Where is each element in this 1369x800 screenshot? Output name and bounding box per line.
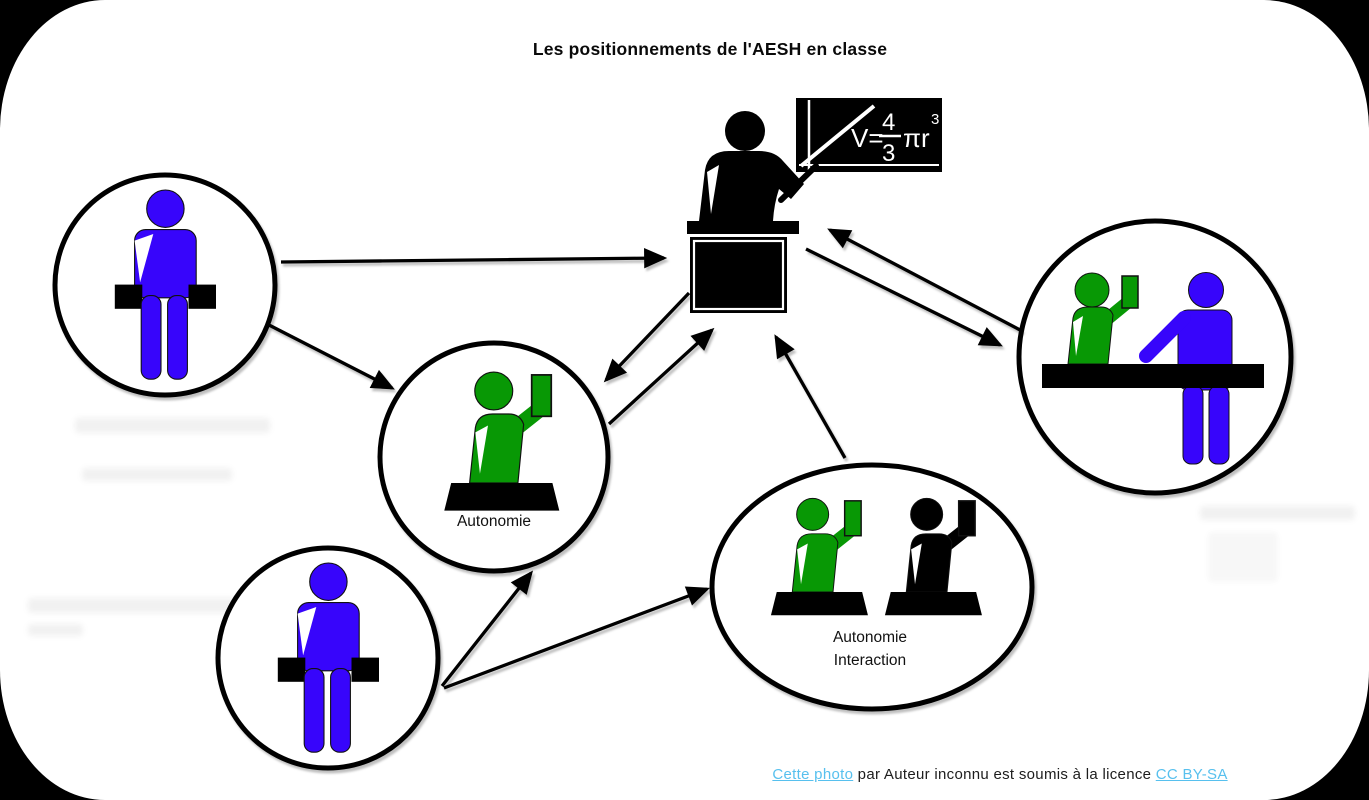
arrow-student-top-to-autonomie (268, 323, 395, 390)
node-aesh-beside-student (1016, 218, 1294, 496)
lectern-box (690, 237, 787, 313)
teacher-head (725, 111, 765, 151)
license-link[interactable]: CC BY-SA (1155, 766, 1228, 783)
node-autonomie-interaction (709, 462, 1035, 712)
formula-lhs: V= (851, 123, 884, 153)
photo-source-link[interactable]: Cette photo (772, 766, 854, 783)
arrow-student-bottom-to-interaction (443, 586, 711, 690)
ghost-text-artifact (28, 624, 83, 636)
attribution-caption: Cette photo par Auteur inconnu est soumi… (750, 766, 1250, 783)
teacher-body (699, 151, 804, 221)
shared-desk (1042, 364, 1264, 388)
autonomie-interaction-label-line1: Autonomie (832, 629, 908, 646)
pointer-stick (778, 163, 819, 203)
arrow-aesh-student-to-teacher (827, 228, 1023, 333)
ghost-text-artifact (75, 418, 270, 433)
seated-student-green-figure (1067, 272, 1139, 365)
pointer-line (799, 104, 876, 168)
ghost-text-artifact (28, 598, 246, 613)
arrow-autonomie-to-teacher (607, 327, 715, 426)
attribution-text: par Auteur inconnu est soumis à la licen… (853, 766, 1156, 783)
autonomie-label: Autonomie (456, 513, 532, 530)
ghost-text-artifact (1200, 506, 1355, 520)
lectern-top (687, 221, 799, 234)
autonomie-interaction-label: Autonomie Interaction (795, 626, 945, 672)
autonomie-interaction-label-line2: Interaction (833, 652, 907, 669)
arrow-student-top-to-teacher (280, 248, 668, 269)
arrow-student-bottom-to-autonomie (440, 570, 534, 688)
formula-denominator: 3 (882, 140, 895, 167)
formula-exponent: 3 (931, 111, 939, 128)
teacher-at-blackboard-icon: V= 4 3 πr 3 (687, 98, 942, 313)
arrow-teacher-to-aesh-student (805, 247, 1003, 347)
page-title: Les positionnements de l'AESH en classe (532, 39, 888, 59)
aesh-helping-student-at-desk-icon (1042, 272, 1264, 465)
formula-rhs: πr (903, 123, 930, 153)
arrow-interaction-to-teacher (774, 334, 847, 459)
ghost-text-artifact (82, 468, 232, 481)
arrow-teacher-to-autonomie (603, 291, 691, 383)
formula-numerator: 4 (882, 109, 895, 136)
